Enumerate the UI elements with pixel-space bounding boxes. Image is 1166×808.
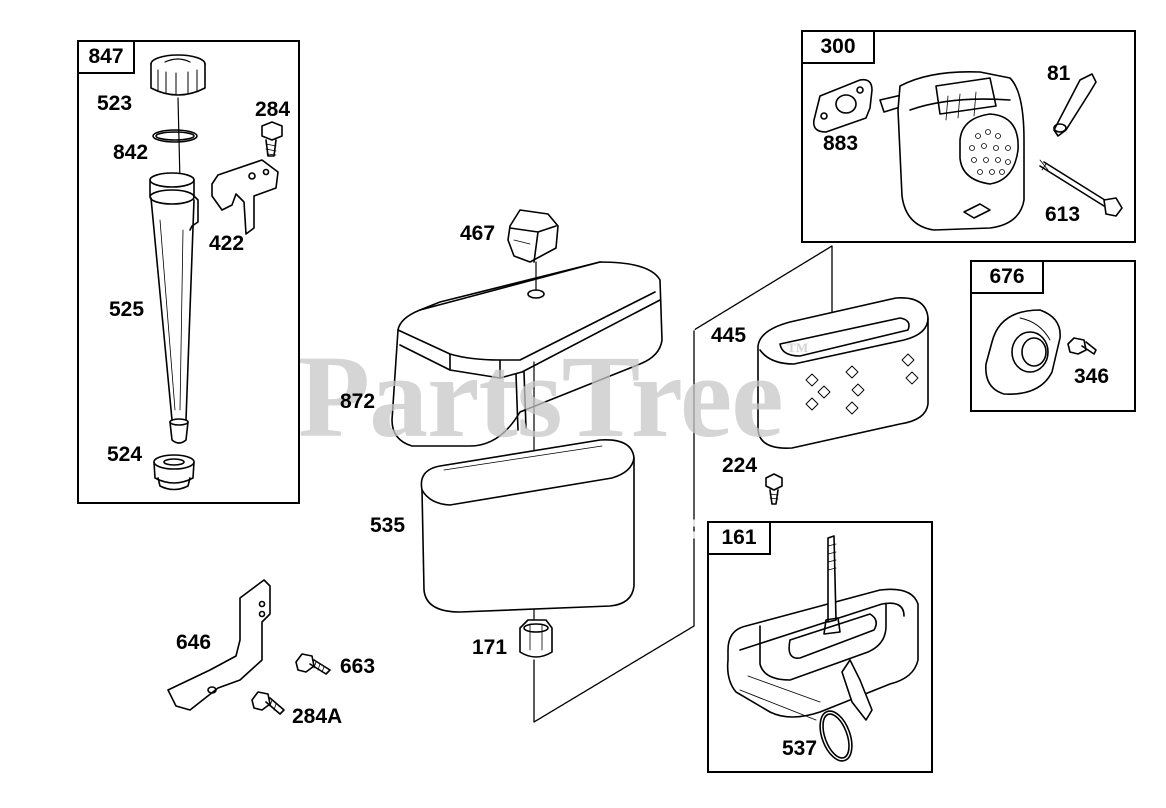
group-161-number: 161 — [709, 523, 771, 555]
trademark-symbol: ™ — [786, 338, 809, 363]
screw-284-drawing — [261, 121, 283, 157]
part-label-284a[interactable]: 284A — [292, 705, 343, 728]
part-label-872[interactable]: 872 — [340, 390, 376, 413]
group-300-frame — [801, 30, 1136, 243]
o-ring-842-drawing — [152, 129, 198, 143]
muffler-drawing — [879, 70, 1025, 231]
group-676-number: 676 — [972, 262, 1044, 294]
part-label-842[interactable]: 842 — [113, 141, 149, 164]
part-label-346[interactable]: 346 — [1074, 365, 1110, 388]
part-label-535[interactable]: 535 — [370, 514, 406, 537]
gasket-883-drawing — [812, 78, 873, 133]
base-161-drawing — [726, 588, 919, 721]
fill-tube-525-drawing — [149, 172, 199, 444]
screw-284a-drawing — [251, 691, 285, 715]
pre-cleaner-535-drawing — [420, 439, 635, 613]
bracket-646-drawing — [167, 579, 271, 711]
group-676-frame — [970, 260, 1136, 412]
part-label-81[interactable]: 81 — [1047, 62, 1071, 85]
part-label-171[interactable]: 171 — [472, 636, 508, 659]
group-161-frame — [707, 521, 933, 773]
seal-537-drawing — [819, 710, 853, 762]
screw-663-drawing — [295, 653, 331, 675]
part-label-284[interactable]: 284 — [255, 98, 291, 121]
cover-872-drawing — [391, 261, 663, 447]
part-label-523[interactable]: 523 — [97, 92, 133, 115]
part-label-646[interactable]: 646 — [176, 631, 212, 654]
screw-224-drawing — [765, 473, 783, 505]
stud-drawing — [823, 535, 841, 635]
part-label-525[interactable]: 525 — [109, 298, 145, 321]
group-847-frame — [77, 40, 300, 504]
part-label-663[interactable]: 663 — [340, 655, 376, 678]
part-label-224[interactable]: 224 — [722, 454, 758, 477]
clip-81-drawing — [1053, 73, 1097, 137]
bracket-422-drawing — [211, 159, 279, 235]
spacer-676-drawing — [985, 309, 1061, 395]
part-label-445[interactable]: 445 — [711, 324, 747, 347]
part-label-524[interactable]: 524 — [107, 443, 143, 466]
part-label-883[interactable]: 883 — [823, 132, 859, 155]
screw-346-drawing — [1067, 337, 1097, 355]
part-label-422[interactable]: 422 — [209, 232, 245, 255]
knob-467-drawing — [507, 209, 559, 263]
group-300-number: 300 — [803, 32, 875, 64]
nut-171-drawing — [519, 619, 553, 658]
part-label-537[interactable]: 537 — [782, 737, 818, 760]
part-label-613[interactable]: 613 — [1045, 203, 1081, 226]
part-label-467[interactable]: 467 — [460, 222, 496, 245]
watermark-text: PartsTree — [298, 331, 784, 462]
bolt-613-drawing — [1039, 159, 1123, 217]
grommet-524-drawing — [153, 454, 195, 491]
oil-fill-cap-drawing — [150, 54, 206, 96]
filter-445-drawing — [757, 297, 929, 449]
group-847-number: 847 — [79, 42, 135, 74]
